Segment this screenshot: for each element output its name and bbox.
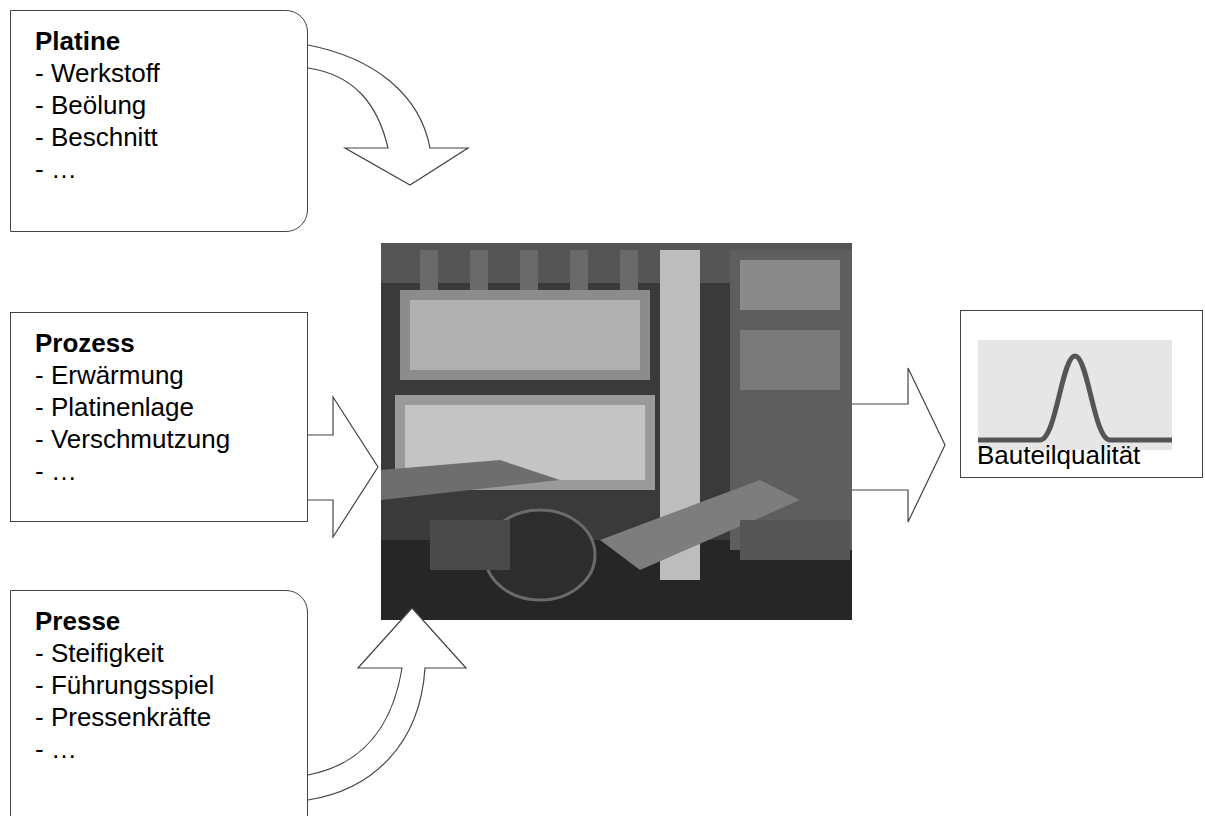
box-text: - Beschnitt [35,121,287,153]
factor-box: Presse- Steifigkeit- Führungsspiel- Pres… [10,590,308,816]
box-text: - … [35,733,287,765]
factor-box: Bauteilqualität [960,310,1203,478]
box-text: - Beölung [35,89,287,121]
box-heading: Presse [35,605,287,637]
curved-arrow [308,45,468,185]
box-text: - … [35,153,287,185]
box-text: - Steifigkeit [35,637,287,669]
box-text: - Werkstoff [35,57,287,89]
box-text: - Verschmutzung [35,423,287,455]
box-text: - Platinenlage [35,391,287,423]
box-text: - Führungsspiel [35,669,287,701]
block-arrows [308,45,945,800]
distribution-curve [978,356,1172,440]
curved-arrow [308,608,466,800]
box-text: - Erwärmung [35,359,287,391]
factor-box: Platine- Werkstoff- Beölung- Beschnitt- … [10,10,308,232]
chart-background [978,340,1172,450]
straight-arrow [308,397,378,537]
box-text: - Pressenkräfte [35,701,287,733]
box-heading: Platine [35,25,287,57]
box-text: - … [35,455,287,487]
box-heading: Prozess [35,327,287,359]
box-text: Bauteilqualität [977,439,1192,471]
press-photo [381,243,852,620]
straight-arrow [852,368,945,522]
factor-box: Prozess- Erwärmung- Platinenlage- Versch… [10,312,308,522]
